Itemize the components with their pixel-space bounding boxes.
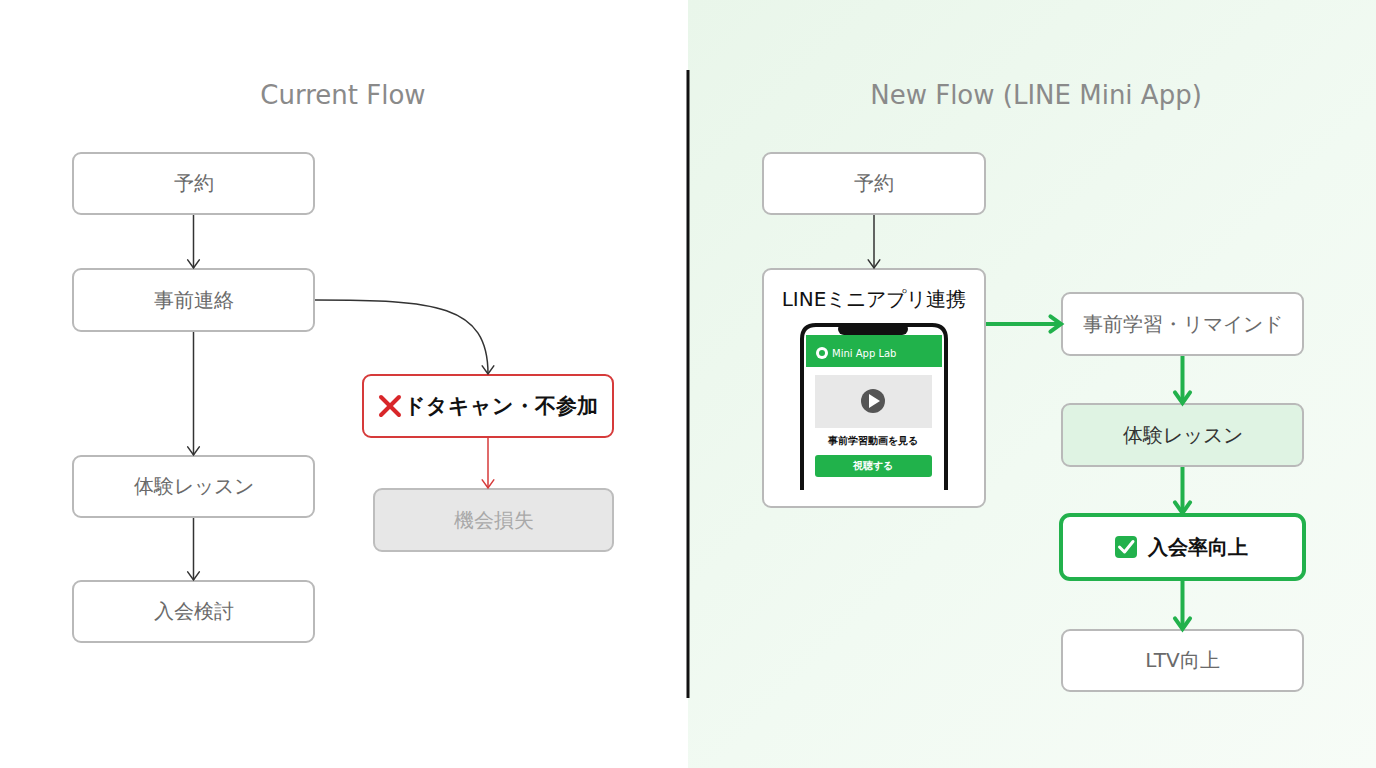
connector-line xyxy=(193,518,195,580)
connector-arrow xyxy=(986,316,1061,331)
connector-arrow xyxy=(868,215,880,268)
arrow-head xyxy=(1175,618,1190,629)
connector-arrow xyxy=(188,332,200,455)
connector-arrow xyxy=(188,518,200,580)
connector-arrow xyxy=(188,215,200,268)
process-box: 体験レッスン xyxy=(72,455,315,518)
process-box: LTV向上 xyxy=(1061,629,1304,692)
connector-line xyxy=(1181,467,1185,513)
process-box: 予約 xyxy=(762,152,986,215)
arrow-head xyxy=(188,572,200,580)
node-text: LINEミニアプリ連携 xyxy=(782,287,967,312)
app-box: LINEミニアプリ連携 xyxy=(762,268,986,508)
connector-line xyxy=(487,438,489,488)
connector-line xyxy=(986,322,1061,326)
arrow-head xyxy=(482,366,494,374)
node-text: 事前連絡 xyxy=(154,288,234,313)
connector-line xyxy=(193,215,195,268)
connector-arrow xyxy=(482,438,494,488)
divider-line xyxy=(687,70,690,698)
section-heading: New Flow (LINE Mini App) xyxy=(836,79,1236,113)
process-box: 事前学習・リマインド xyxy=(1061,292,1304,356)
connector-line xyxy=(193,332,195,455)
arrow-head xyxy=(188,260,200,268)
arrow-head xyxy=(1175,392,1190,403)
connector-arrow xyxy=(1175,356,1190,403)
node-text: LTV向上 xyxy=(1145,648,1219,673)
section-heading: Current Flow xyxy=(143,79,543,113)
process-box: 予約 xyxy=(72,152,315,215)
arrow-head xyxy=(188,447,200,455)
connector-line xyxy=(1181,581,1185,629)
app-text: 視聴する xyxy=(673,459,1073,472)
app-text: Mini App Lab xyxy=(832,347,896,360)
arrow-head xyxy=(482,480,494,488)
connector-arrow xyxy=(1175,581,1190,629)
arrow-head xyxy=(868,260,880,268)
node-text: 機会損失 xyxy=(454,508,534,533)
node-text: 体験レッスン xyxy=(1123,423,1243,448)
app-text: 事前学習動画を見る xyxy=(673,434,1073,447)
node-text: 体験レッスン xyxy=(134,474,254,499)
process-box: 入会検討 xyxy=(72,580,315,643)
arrow-head xyxy=(1175,502,1190,513)
node-text: 入会率向上 xyxy=(1148,535,1248,560)
connector-arrow xyxy=(1175,467,1190,513)
connector-line xyxy=(1181,356,1185,403)
node-text: ドタキャン・不参加 xyxy=(404,393,598,419)
connector-line xyxy=(873,215,875,268)
node-text: 事前学習・リマインド xyxy=(1083,312,1283,337)
arrow-head xyxy=(1050,316,1061,331)
process-box: 事前連絡 xyxy=(72,268,315,332)
outcome-box: 機会損失 xyxy=(373,488,614,552)
node-text: 予約 xyxy=(174,171,214,196)
connector-line xyxy=(315,300,488,374)
result-box: 入会率向上 xyxy=(1059,513,1306,581)
process-box: 体験レッスン xyxy=(1061,403,1304,467)
node-text: 予約 xyxy=(854,171,894,196)
connector-arrow xyxy=(315,300,494,374)
problem-box: ドタキャン・不参加 xyxy=(362,374,614,438)
node-text: 入会検討 xyxy=(154,599,234,624)
